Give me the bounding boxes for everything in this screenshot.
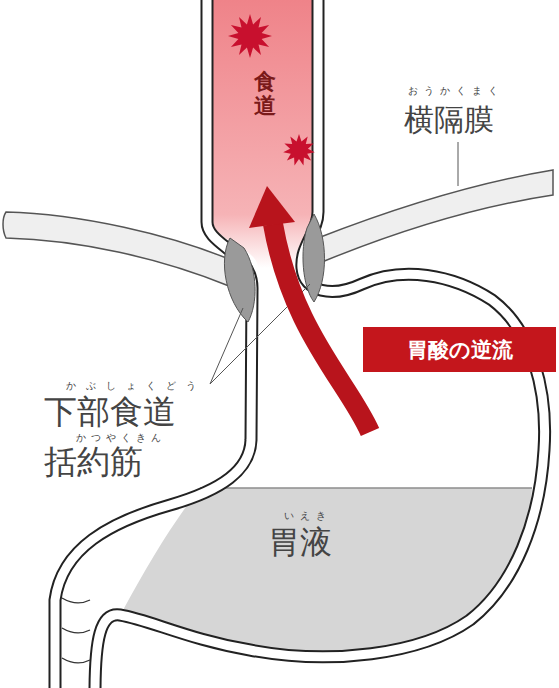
pain-bursts [228, 14, 315, 165]
sphincter-right [303, 214, 325, 302]
callout-box-text: 胃酸の逆流 [407, 336, 513, 364]
furigana: かつやくきん [76, 431, 166, 445]
esophagus-label: 食道 [254, 70, 276, 118]
reflux-arrowhead [249, 186, 295, 228]
reflux-arrow [273, 224, 370, 432]
fluid-label-text: 胃液 [268, 521, 332, 565]
diaphragm-right [318, 170, 553, 262]
pain-burst [283, 134, 315, 165]
part-label: 横隔膜 [404, 100, 494, 141]
diaphragm-left [3, 212, 236, 286]
esophagus-label-text: 食道 [254, 70, 276, 118]
esophagus-lumen [213, 0, 312, 268]
pain-burst [228, 14, 272, 58]
furigana: おうかくまく [408, 84, 504, 98]
sphincter-left [224, 238, 255, 322]
organ-walls [55, 0, 545, 688]
fluid-label: 胃液 [268, 521, 332, 565]
furigana: かぶしょくどう [66, 379, 206, 393]
callout-box: 胃酸の逆流 [363, 327, 556, 372]
furigana: いえき [284, 509, 332, 523]
fluid-surface [200, 487, 532, 489]
duodenum-folds [62, 598, 90, 663]
